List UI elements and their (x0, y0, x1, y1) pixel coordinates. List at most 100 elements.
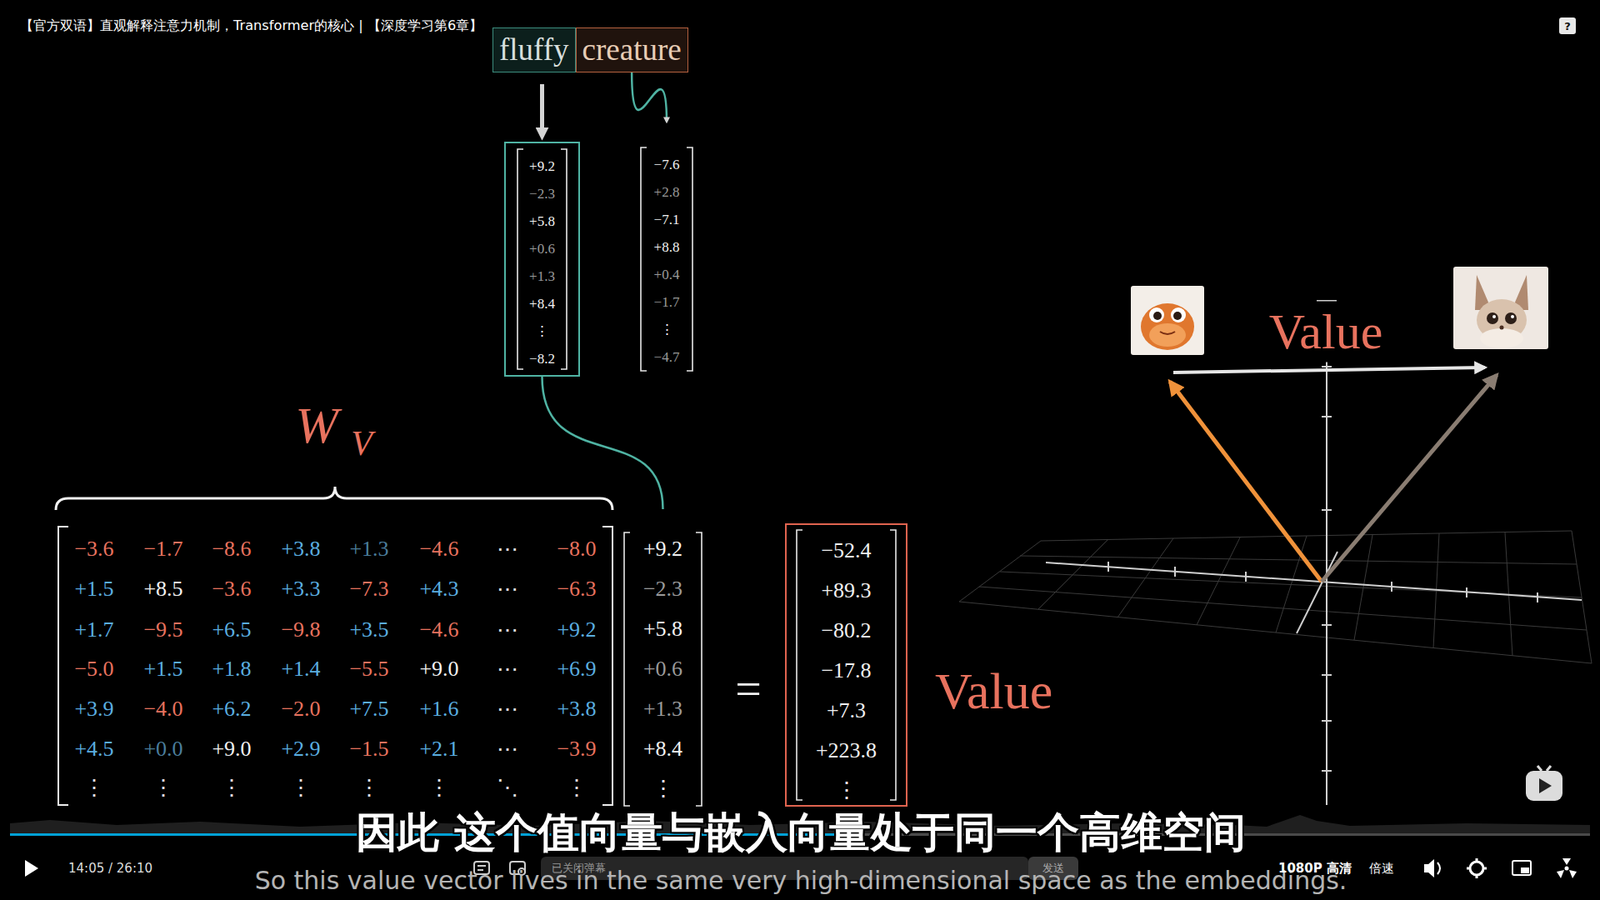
vector-entry: +5.8 (643, 609, 683, 650)
matrix-entry: −1.5 (349, 736, 389, 762)
vector-entry: +5.8 (529, 207, 555, 235)
tv-icon (1525, 765, 1563, 801)
bracket-line (640, 147, 693, 371)
matrix-entry: −3.6 (211, 576, 251, 602)
vector-entry: +1.3 (529, 262, 555, 290)
matrix-entry: +3.3 (280, 576, 320, 602)
matrix-entry: ⋮ (290, 775, 312, 801)
matrix-entry: +4.3 (419, 576, 459, 602)
matrix-entry: +2.9 (280, 736, 320, 762)
volume-icon (1424, 859, 1440, 878)
matrix-entry: +1.5 (143, 656, 183, 682)
word-token: creature (575, 27, 689, 73)
vector-bracket (505, 143, 579, 375)
matrix-subscript: V (350, 423, 373, 464)
matrix-entry: +2.1 (419, 736, 459, 762)
vector-entry: +223.8 (815, 730, 877, 771)
matrix-entry: +1.4 (280, 656, 320, 682)
matrix-entry: +3.5 (349, 617, 389, 643)
matrix-entry: ⋯ (496, 536, 519, 563)
bracket-line (517, 149, 567, 370)
matrix-entry: ⋮ (152, 775, 175, 801)
token-word: creature (582, 28, 682, 72)
vector-entry: +7.3 (826, 690, 866, 731)
matrix-entry: +7.5 (349, 696, 389, 722)
quality-setting: 1080P 高清 (1278, 860, 1352, 877)
equals-sign: = (735, 662, 762, 716)
matrix-entry: ⋯ (496, 576, 519, 603)
vector-entry: −7.1 (654, 205, 680, 234)
matrix-entry: ⋮ (428, 775, 450, 801)
send-button-text: 发送 (1042, 860, 1065, 876)
matrix-entry: +3.9 (74, 696, 114, 722)
embedding-vector: −7.6+2.8−7.1+8.8+0.4−1.7⋮−4.7 (635, 141, 699, 377)
bracket-line (796, 530, 896, 800)
value-vector: −52.4+89.3−80.2−17.8+7.3+223.8⋮ (785, 523, 908, 807)
vector-entry: +1.3 (643, 689, 683, 730)
help-icon: ? (1564, 20, 1571, 33)
danmaku-placeholder: 已关闭弹幕 (551, 860, 606, 876)
link-curve (542, 376, 664, 510)
vector-entry: −17.8 (820, 650, 871, 691)
vector-entry: +89.3 (820, 570, 871, 611)
matrix-entry: +1.6 (419, 696, 459, 722)
vector-entry: −80.2 (820, 610, 871, 651)
vector-entry: −1.7 (654, 288, 680, 316)
vector-entry: +8.4 (529, 290, 555, 318)
word-token: fluffy (492, 27, 576, 73)
matrix-entry: −3.9 (556, 736, 596, 762)
bracket-line (624, 532, 702, 806)
matrix-entry: −9.5 (143, 617, 183, 643)
matrix-entry: +1.3 (349, 536, 389, 562)
vector-entry: +9.2 (529, 152, 555, 180)
matrix-entry: −5.0 (74, 656, 114, 682)
settings-icon (1466, 858, 1487, 879)
matrix-entry: −4.0 (143, 696, 183, 722)
subtitle-chinese: 因此 这个值向量与嵌入向量处于同一个高维空间 (355, 805, 1245, 861)
matrix-entry: +6.2 (211, 696, 251, 722)
play-icon (25, 860, 39, 877)
vector-arrow (1170, 381, 1322, 582)
embedding-vector: +9.2−2.3+5.8+0.6+1.3+8.4⋮−8.2 (504, 141, 580, 377)
matrix-entry: −4.6 (419, 536, 459, 562)
matrix-symbol: W (295, 395, 339, 455)
video-title: 【官方双语】直观解释注意力机制，Transformer的核心 | 【深度学习第6… (20, 16, 483, 35)
speed-setting: 倍速 (1369, 860, 1395, 877)
vector-entry: ⋮ (535, 317, 550, 345)
matrix-entry: ⋯ (496, 656, 519, 683)
vector-entry: +2.8 (654, 178, 680, 206)
matrix-entry: −8.6 (211, 536, 251, 562)
matrix-entry: −9.8 (280, 617, 320, 643)
vector-entry: +0.6 (643, 649, 683, 690)
matrix-entry: +4.5 (74, 736, 114, 762)
subtitle-english: So this value vector lives in the same v… (255, 865, 1348, 895)
vector-entry: +9.2 (643, 529, 683, 570)
matrix-entry: ⋮ (565, 775, 588, 801)
matrix-bracket (58, 526, 69, 805)
pip-icon (1512, 860, 1531, 875)
matrix-entry: +8.5 (143, 576, 183, 602)
matrix-entry: +6.5 (211, 617, 251, 643)
matrix-entry: −6.3 (556, 576, 596, 602)
vector-entry: +0.4 (654, 260, 680, 289)
vector-entry: ⋮ (660, 315, 675, 344)
matrix-entry: +9.2 (556, 617, 596, 643)
matrix-entry: −4.6 (419, 617, 459, 643)
matrix-entry: +1.7 (74, 617, 114, 643)
vector-entry: −4.7 (654, 343, 680, 371)
matrix-entry: −5.5 (349, 656, 389, 682)
vector-entry: −52.4 (820, 530, 871, 571)
vector-entry: ⋮ (652, 769, 675, 810)
matrix-entry: +9.0 (211, 736, 251, 762)
help-icon-bg (1559, 17, 1576, 35)
matrix-entry: ⋱ (496, 775, 519, 801)
matrix-bracket (602, 526, 613, 805)
matrix-entry: ⋯ (496, 736, 519, 763)
matrix-entry: ⋯ (496, 696, 519, 723)
vector-entry: −2.3 (643, 569, 683, 610)
matrix-entry: −2.0 (280, 696, 320, 722)
grid-plane (959, 530, 1592, 664)
